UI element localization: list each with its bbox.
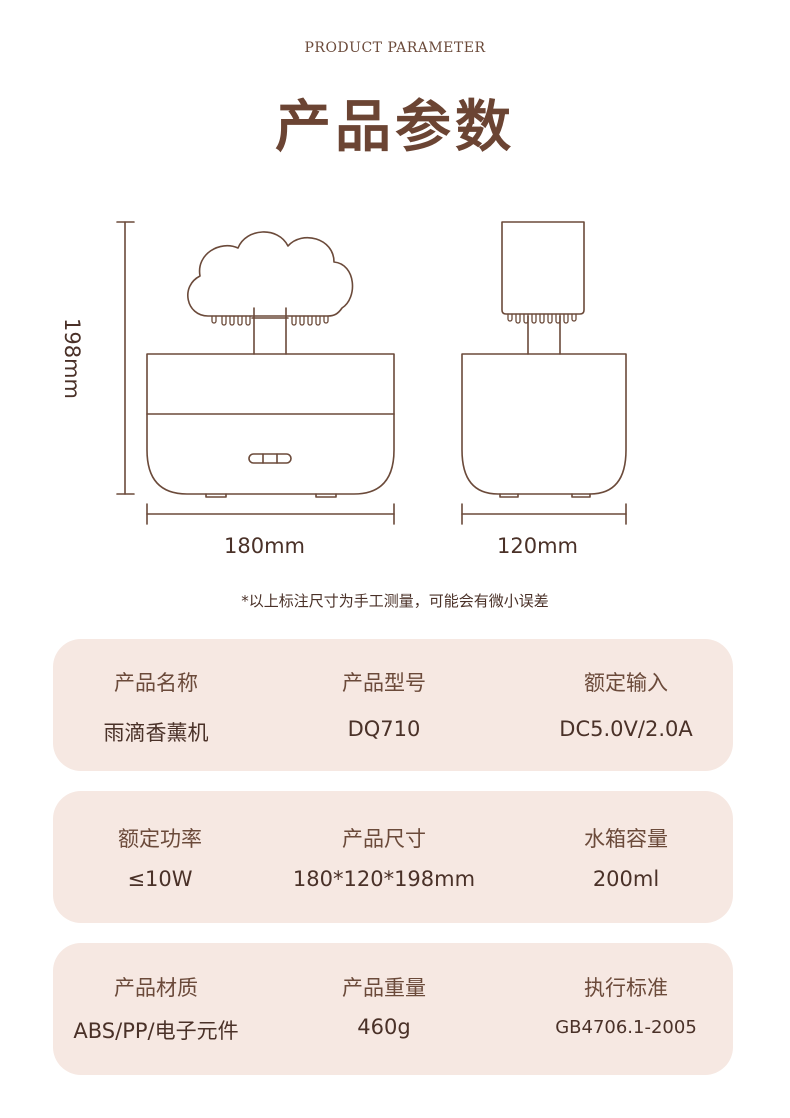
product-dimension-diagram (116, 221, 627, 525)
spec-value: GB4706.1-2005 (555, 1017, 697, 1038)
width-dimension-label: 180mm (224, 534, 305, 558)
measurement-note: *以上标注尺寸为手工测量，可能会有微小误差 (241, 592, 549, 610)
height-dimension-line (116, 221, 135, 495)
spec-value: 460g (357, 1015, 411, 1039)
section-subtitle: PRODUCT PARAMETER (304, 40, 486, 56)
spec-value: DC5.0V/2.0A (559, 717, 693, 741)
depth-dimension-label: 120mm (497, 534, 578, 558)
spec-label: 执行标准 (584, 976, 668, 1000)
side-view-top (501, 221, 585, 355)
spec-label: 额定功率 (118, 827, 202, 851)
page-title: 产品参数 (275, 95, 515, 160)
side-view-base (461, 353, 627, 498)
spec-value: 200ml (592, 867, 660, 891)
spec-card-3: 产品材质 ABS/PP/电子元件 产品重量 460g 执行标准 GB4706.1… (53, 943, 733, 1075)
width-dimension-line (146, 503, 395, 525)
depth-dimension-line (461, 503, 627, 525)
spec-label: 产品重量 (342, 976, 426, 1000)
spec-label: 产品材质 (114, 976, 198, 1000)
height-dimension-label: 198mm (60, 318, 84, 399)
front-view-base (146, 353, 395, 498)
spec-label: 水箱容量 (584, 827, 668, 851)
front-view-cloud (187, 231, 354, 355)
spec-label: 产品名称 (114, 671, 198, 695)
spec-card-1: 产品名称 雨滴香薰机 产品型号 DQ710 额定输入 DC5.0V/2.0A (53, 639, 733, 771)
spec-label: 额定输入 (584, 671, 668, 695)
spec-value: ≤10W (127, 867, 193, 891)
spec-card-2: 额定功率 ≤10W 产品尺寸 180*120*198mm 水箱容量 200ml (53, 791, 733, 923)
spec-value: DQ710 (347, 717, 421, 741)
spec-label: 产品型号 (342, 671, 426, 695)
spec-value: 雨滴香薰机 (103, 721, 209, 745)
spec-value: 180*120*198mm (292, 867, 476, 891)
spec-label: 产品尺寸 (342, 827, 426, 851)
spec-value: ABS/PP/电子元件 (73, 1019, 239, 1043)
